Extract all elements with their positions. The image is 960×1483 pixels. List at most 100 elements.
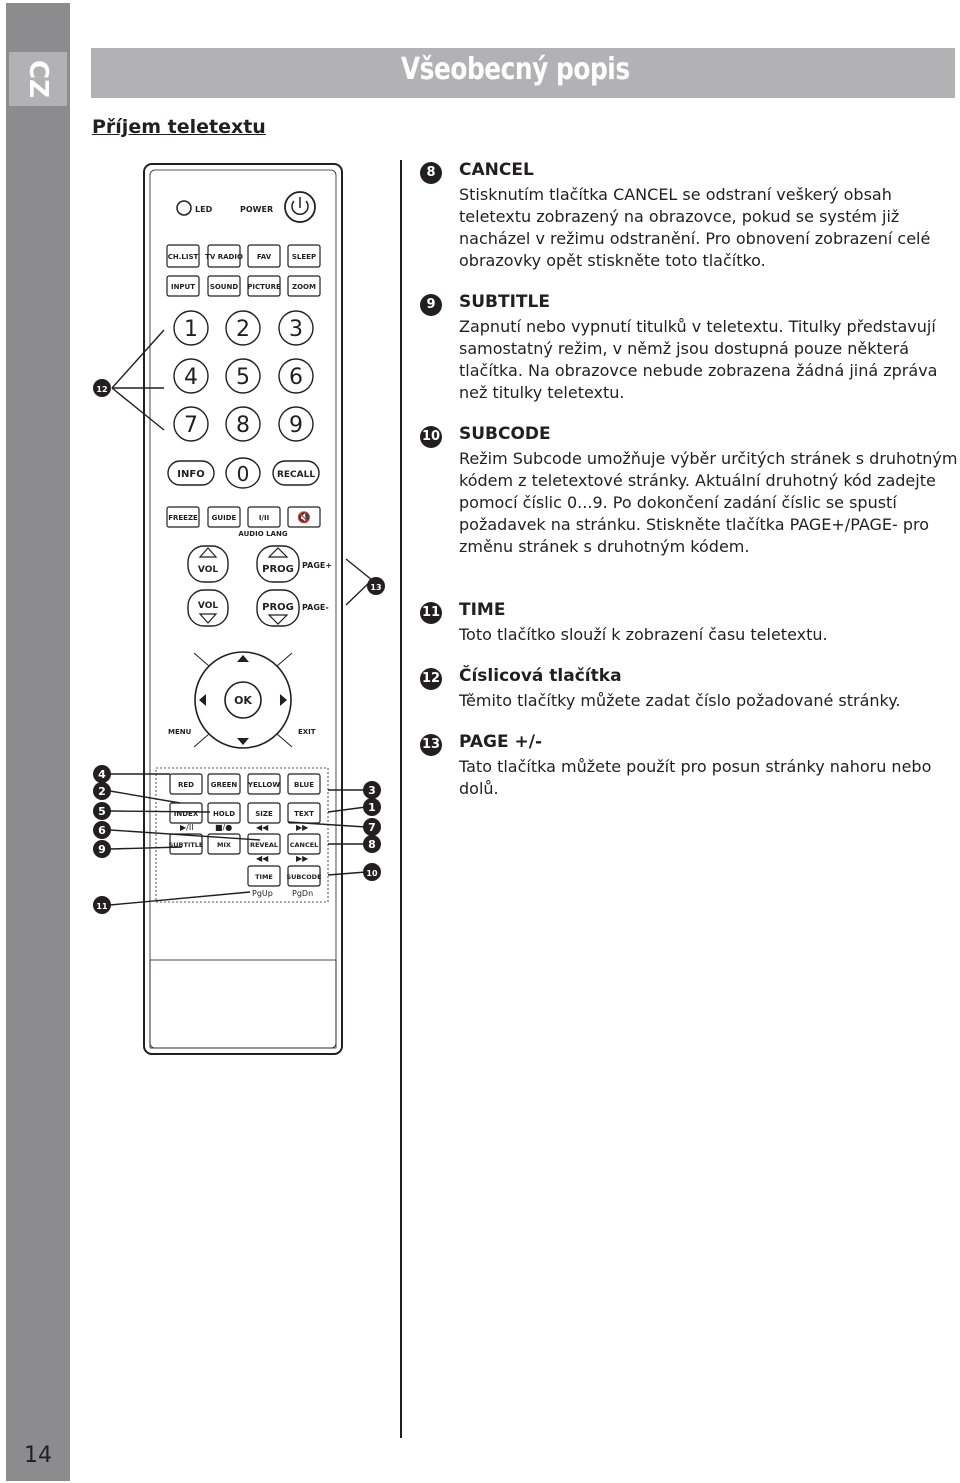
svg-text:OK: OK: [234, 694, 252, 707]
svg-text:▶▶: ▶▶: [296, 823, 309, 832]
item-title: CANCEL: [459, 160, 534, 180]
page-title: Všeobecný popis: [401, 52, 630, 87]
remote-button: [247, 865, 281, 887]
remote-illustration: LED POWER CH.LIST TV RADIO FAV SLEEP INPUT S…: [70, 150, 400, 1070]
remote-button-label: YELLOW: [247, 781, 280, 789]
digit-button: [278, 310, 314, 346]
remote-button: [287, 244, 321, 268]
svg-text:▶▶: ▶▶: [296, 854, 309, 863]
callout-number: 7: [368, 821, 376, 834]
digit-button: [278, 406, 314, 442]
prog-up-button: [256, 545, 300, 583]
remote-button-label: I/II: [259, 514, 269, 522]
digit-label: 4: [184, 365, 198, 390]
svg-text:VOL: VOL: [198, 565, 218, 575]
mute-icon: 🔇: [297, 511, 311, 524]
remote-button-label: TEXT: [294, 810, 314, 818]
item-title: Číslicová tlačítka: [459, 666, 622, 686]
digit-label: 2: [236, 317, 250, 342]
zero-button: [225, 457, 261, 489]
remote-button-label: GREEN: [211, 781, 238, 789]
callout-marker: [363, 835, 381, 853]
remote-button-label: FREEZE: [168, 514, 198, 522]
remote-button-label: GUIDE: [212, 514, 237, 522]
remote-button-label: CH.LIST: [168, 253, 199, 261]
remote-button-label: SUBTITLE: [169, 841, 204, 849]
remote-button: [287, 833, 321, 855]
remote-button: [287, 275, 321, 297]
vol-up-button: [187, 545, 229, 583]
callout-marker: [363, 798, 381, 816]
remote-button: [247, 506, 281, 528]
digit-button: [173, 310, 209, 346]
item-text: Tato tlačítka můžete použít pro posun st…: [459, 757, 932, 798]
language-tab: CZ: [9, 52, 67, 106]
callout-number: 9: [98, 843, 106, 856]
power-label: POWER: [240, 205, 273, 214]
remote-button-label: TV RADIO: [205, 253, 243, 261]
menu-label: MENU: [168, 728, 192, 736]
column-divider: [400, 160, 402, 1438]
item-text: Stisknutím tlačítka CANCEL se odstraní v…: [459, 185, 931, 270]
remote-button: [207, 244, 241, 268]
callout-marker: [363, 863, 381, 881]
remote-button-label: REVEAL: [250, 841, 278, 849]
remote-button: [207, 506, 241, 528]
callout-number: 11: [96, 902, 108, 911]
digit-label: 8: [236, 413, 250, 438]
item-number: 13: [420, 734, 442, 756]
item-text: Těmito tlačítky můžete zadat číslo požad…: [459, 691, 901, 710]
remote-button-label: SLEEP: [292, 253, 316, 261]
item-title: SUBCODE: [459, 424, 551, 444]
remote-button-label: INPUT: [171, 283, 195, 291]
callout-number: 8: [368, 838, 376, 851]
digit-button: [225, 358, 261, 394]
callout-marker: [93, 802, 111, 820]
header-bar: [91, 48, 955, 98]
remote-button-label: CANCEL: [290, 841, 319, 849]
remote-body: [143, 163, 343, 1055]
callout-marker: [93, 821, 111, 839]
left-arrow-icon: [199, 694, 206, 706]
digit-label: 7: [184, 413, 198, 438]
callout-marker: [93, 765, 111, 783]
remote-button: [166, 506, 200, 528]
item-number: 10: [420, 426, 442, 448]
item-number: 12: [420, 668, 442, 690]
section-title: Příjem teletextu: [92, 116, 266, 138]
led-indicator: [176, 200, 192, 216]
item-number: 9: [420, 294, 442, 316]
item-text: Toto tlačítko slouží k zobrazení času te…: [459, 625, 828, 644]
callout-number: 1: [368, 801, 376, 814]
svg-text:■/●: ■/●: [215, 823, 232, 832]
remote-button: [247, 833, 281, 855]
dpad: [194, 651, 292, 749]
remote-button-label: MIX: [217, 841, 231, 849]
callout-number: 4: [98, 768, 106, 781]
digit-label: 6: [289, 365, 303, 390]
led-label: LED: [195, 205, 213, 214]
digit-button: [278, 358, 314, 394]
remote-button-label: PICTURE: [247, 283, 281, 291]
item-title: TIME: [459, 600, 506, 620]
callout-number: 12: [96, 385, 107, 394]
mute-button: [287, 506, 321, 528]
item-title: SUBTITLE: [459, 292, 550, 312]
svg-text:◀◀: ◀◀: [256, 854, 269, 863]
remote-button-label: HOLD: [213, 810, 235, 818]
right-arrow-icon: [280, 694, 287, 706]
ok-button: [224, 681, 262, 719]
digit-label: 5: [236, 365, 250, 390]
digit-button: [225, 406, 261, 442]
remote-button-label: RED: [178, 781, 194, 789]
remote-button-label: FAV: [257, 253, 272, 261]
recall-button: [272, 460, 320, 486]
vol-down-button: [187, 589, 229, 627]
svg-text:0: 0: [237, 462, 250, 486]
remote-button: [247, 773, 281, 795]
callout-marker: [93, 782, 111, 800]
digit-button: [173, 358, 209, 394]
item-number: 11: [420, 602, 442, 624]
remote-button-label: SOUND: [210, 283, 239, 291]
callout-number: 10: [366, 869, 378, 878]
